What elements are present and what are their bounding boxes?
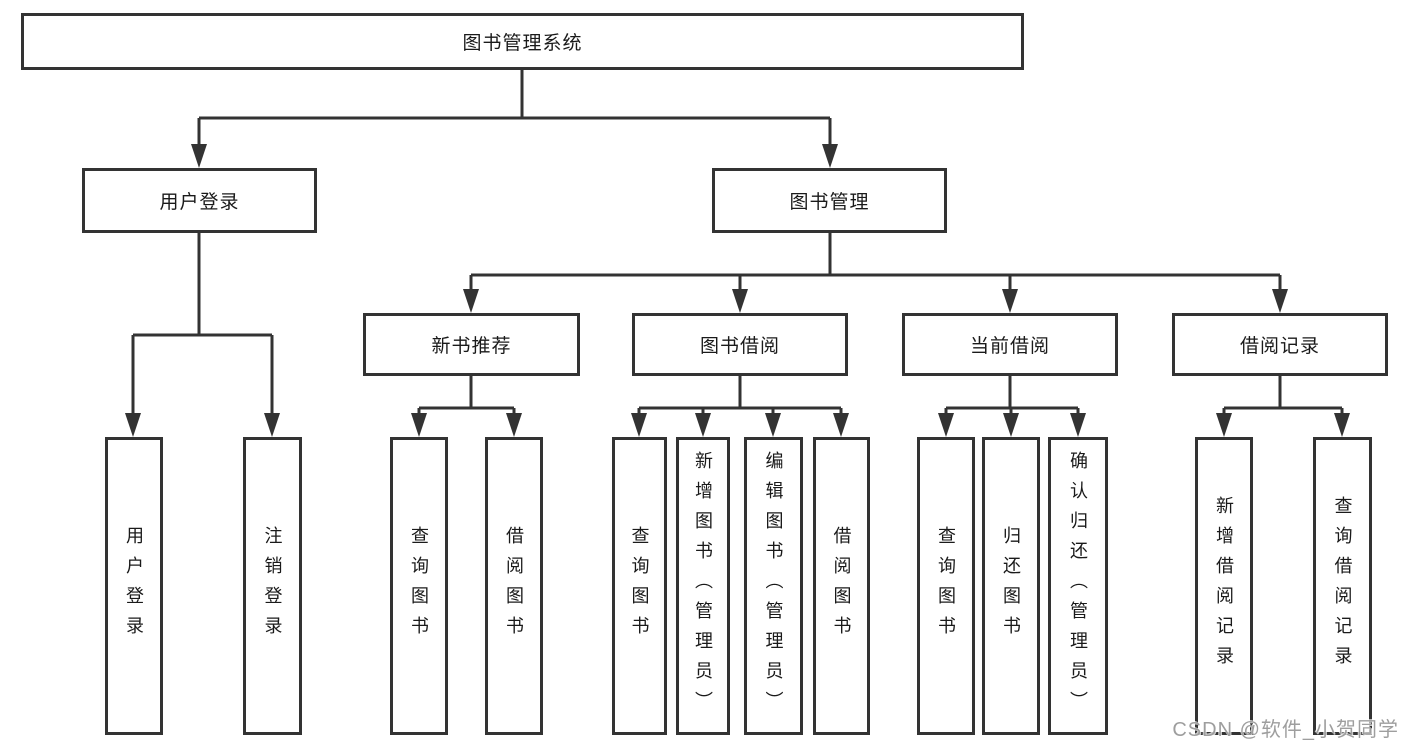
node-label: 查询图书 — [936, 526, 956, 646]
arrowhead — [732, 289, 748, 313]
arrowhead — [506, 413, 522, 437]
arrowhead — [631, 413, 647, 437]
arrowhead — [833, 413, 849, 437]
arrowhead — [1272, 289, 1288, 313]
node-label: 当前借阅 — [969, 336, 1050, 357]
node-label: 编辑图书（管理员） — [763, 451, 784, 721]
node-leaf-bb-borrow-books: 借阅图书 — [813, 437, 870, 735]
node-label: 查询图书 — [629, 526, 650, 646]
node-leaf-bb-query-books: 查询图书 — [612, 437, 667, 735]
node-leaf-cb-return-books: 归还图书 — [982, 437, 1040, 735]
arrowhead — [1070, 413, 1086, 437]
arrowhead — [695, 413, 711, 437]
node-module-borrow-records: 借阅记录 — [1172, 313, 1388, 376]
connector-root-branches — [197, 70, 832, 150]
arrowhead — [411, 413, 427, 437]
connector-book-mgmt-modules — [469, 233, 1282, 295]
node-label: 用户登录 — [159, 192, 240, 213]
node-label: 图书管理 — [789, 192, 870, 213]
node-leaf-br-query-record: 查询借阅记录 — [1313, 437, 1372, 735]
node-label: 图书借阅 — [699, 336, 780, 357]
node-leaf-cb-query-books: 查询图书 — [917, 437, 975, 735]
node-branch-book-mgmt: 图书管理 — [712, 168, 947, 233]
node-leaf-nbr-query-books: 查询图书 — [390, 437, 448, 735]
arrowhead — [822, 144, 838, 168]
node-leaf-nbr-borrow-books: 借阅图书 — [485, 437, 543, 735]
arrowhead — [1002, 289, 1018, 313]
node-module-book-borrow: 图书借阅 — [632, 313, 848, 376]
connector-user-login-leaves — [131, 233, 274, 419]
node-label: 用户登录 — [124, 526, 144, 646]
node-label: 查询借阅记录 — [1332, 496, 1353, 676]
node-label: 注销登录 — [262, 526, 283, 646]
arrowhead — [938, 413, 954, 437]
arrowhead — [765, 413, 781, 437]
node-module-current-borrow: 当前借阅 — [902, 313, 1118, 376]
node-label: 新增图书（管理员） — [693, 451, 713, 721]
arrowhead — [463, 289, 479, 313]
node-leaf-bb-add-books: 新增图书（管理员） — [676, 437, 730, 735]
node-label: 图书管理系统 — [462, 33, 583, 54]
node-branch-user-login: 用户登录 — [82, 168, 317, 233]
node-label: 查询图书 — [409, 526, 429, 646]
arrowhead — [1216, 413, 1232, 437]
node-root-title: 图书管理系统 — [21, 13, 1024, 70]
node-leaf-bb-edit-books: 编辑图书（管理员） — [744, 437, 803, 735]
node-leaf-logout: 注销登录 — [243, 437, 302, 735]
connector-new-book-rec-leaves — [417, 376, 516, 421]
node-leaf-br-add-record: 新增借阅记录 — [1195, 437, 1253, 735]
node-label: 确认归还（管理员） — [1068, 451, 1088, 721]
node-label: 借阅记录 — [1239, 336, 1320, 357]
arrowhead — [1334, 413, 1350, 437]
node-leaf-user-login: 用户登录 — [105, 437, 163, 735]
arrowhead — [191, 144, 207, 168]
csdn-watermark: CSDN @软件_小贺同学 — [1172, 719, 1399, 741]
arrowhead — [1003, 413, 1019, 437]
node-label: 归还图书 — [1001, 526, 1021, 646]
node-label: 新增借阅记录 — [1214, 496, 1234, 676]
arrowhead — [125, 413, 141, 437]
connector-borrow-records-leaves — [1222, 376, 1344, 421]
connector-book-borrow-leaves — [637, 376, 843, 421]
node-label: 借阅图书 — [831, 526, 852, 646]
arrowhead — [264, 413, 280, 437]
node-label: 借阅图书 — [504, 526, 524, 646]
node-module-new-book-rec: 新书推荐 — [363, 313, 580, 376]
node-leaf-cb-confirm-return: 确认归还（管理员） — [1048, 437, 1108, 735]
node-label: 新书推荐 — [431, 336, 512, 357]
